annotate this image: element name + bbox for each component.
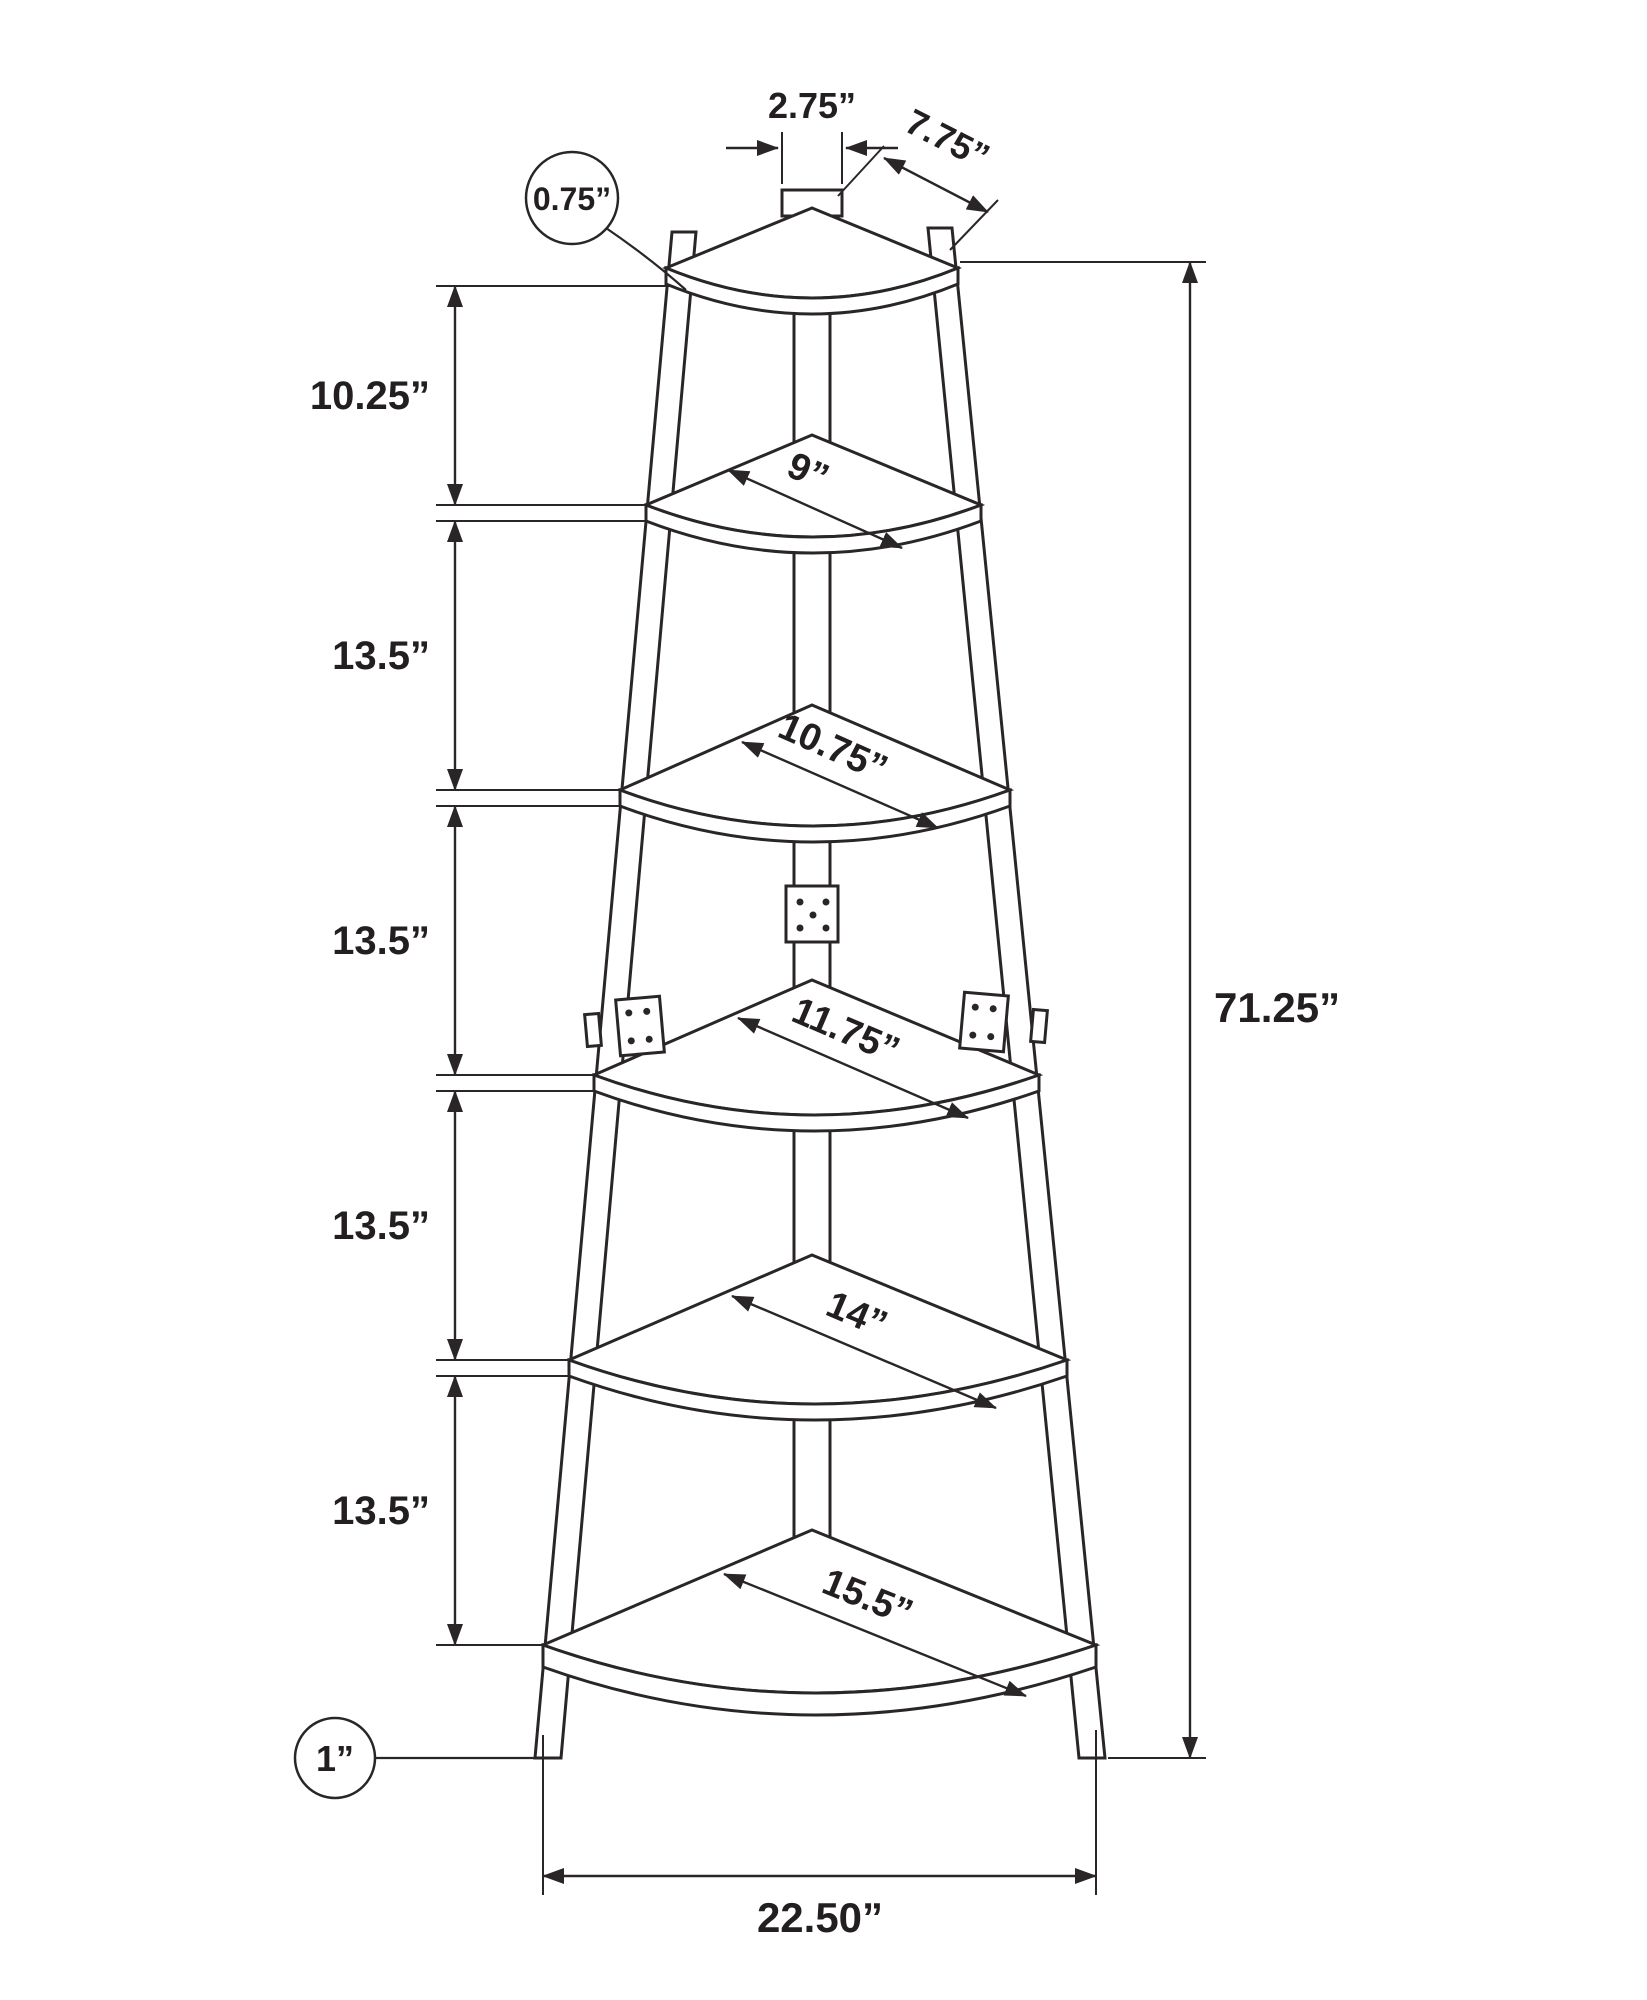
dim-spacing-4-label: 13.5” [332, 1204, 430, 1248]
left-leg [533, 230, 698, 1760]
dim-top-post-width: 2.75” [726, 85, 898, 184]
dim-spacing-2-label: 13.5” [332, 634, 430, 678]
right-leg-bracket [958, 990, 1010, 1054]
dim-base-width: 22.50” [542, 1730, 1097, 1941]
shelf-6 [538, 1528, 1101, 1717]
left-leg-bracket [614, 994, 666, 1058]
callout-shelf-thickness-circle [524, 150, 620, 246]
dim-left-chain: 10.25” 13.5” 13.5” 13.5” 13.5” [310, 285, 670, 1646]
callouts: 0.75” 1” [293, 150, 687, 1800]
callout-base-thickness: 1” [293, 1716, 545, 1800]
shelf-5 [564, 1253, 1072, 1422]
shelf-1 [662, 206, 962, 316]
callout-shelf-thickness-label: 0.75” [533, 181, 611, 217]
dim-overall-height: 71.25” [960, 261, 1340, 1759]
dim-spacing-5-label: 13.5” [332, 1489, 430, 1533]
shelf-unit [533, 188, 1107, 1760]
shelf-1-edge-band [664, 265, 960, 316]
right-leg-clip [1029, 1007, 1049, 1045]
right-leg [926, 226, 1107, 1760]
dim-base-width-label: 22.50” [757, 1894, 883, 1941]
dim-spacing-1-label: 10.25” [310, 374, 430, 418]
dim-spacing-3-label: 13.5” [332, 919, 430, 963]
callout-shelf-thickness: 0.75” [524, 150, 687, 291]
callout-base-thickness-label: 1” [316, 1738, 354, 1779]
post-bracket [784, 884, 840, 944]
left-leg-clip [583, 1011, 603, 1049]
dim-overall-height-label: 71.25” [1214, 984, 1340, 1031]
dim-top-shelf-depth-label: 7.75” [899, 101, 996, 178]
dim-top-post-width-label: 2.75” [768, 85, 856, 126]
